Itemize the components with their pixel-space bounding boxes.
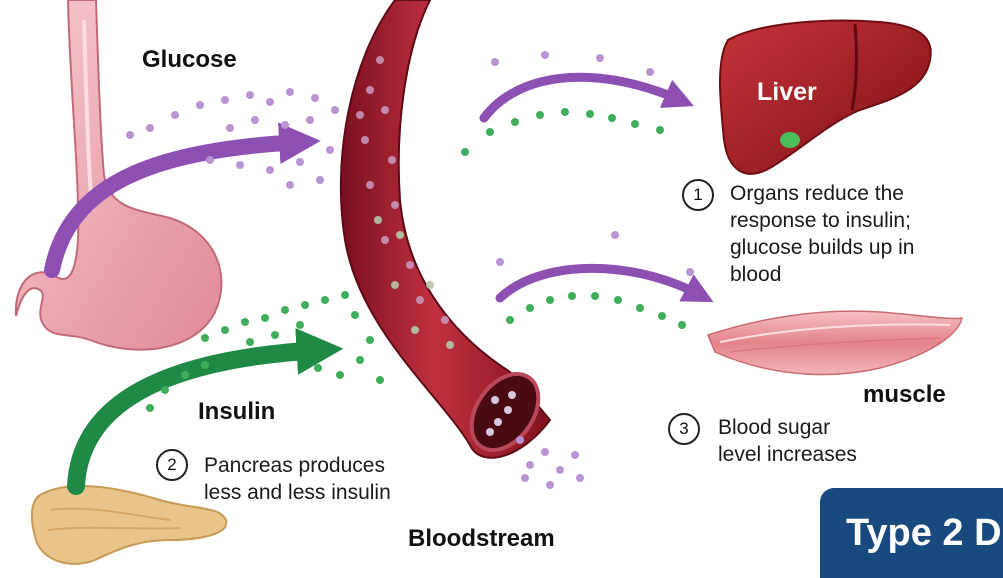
muscle-label: muscle: [863, 381, 946, 409]
step-2-text: Pancreas produces less and less insulin: [204, 452, 391, 506]
bloodstream-to-liver-arrow: [484, 77, 680, 118]
step-1-line-1: Organs reduce the: [730, 180, 914, 207]
bloodstream-label: Bloodstream: [408, 525, 555, 553]
step-2-badge: 2: [156, 449, 188, 481]
glucose-label: Glucose: [142, 46, 237, 74]
banner-title: Type 2 D: [846, 512, 1002, 555]
liver-label: Liver: [757, 78, 817, 107]
blood-vessel-illustration: [341, 0, 552, 462]
step-1-text: Organs reduce the response to insulin; g…: [730, 180, 914, 288]
step-1-line-4: blood: [730, 261, 914, 288]
step-1-line-3: glucose builds up in: [730, 234, 914, 261]
step-2-line-1: Pancreas produces: [204, 452, 391, 479]
step-3-line-1: Blood sugar: [718, 414, 857, 441]
insulin-label: Insulin: [198, 398, 275, 426]
muscle-illustration: [708, 311, 962, 374]
bloodstream-to-muscle-arrow: [500, 268, 700, 298]
step-1-badge: 1: [682, 179, 714, 211]
step-3-badge: 3: [668, 413, 700, 445]
step-3-text: Blood sugar level increases: [718, 414, 857, 468]
step-1-line-2: response to insulin;: [730, 207, 914, 234]
step-3-line-2: level increases: [718, 441, 857, 468]
step-2-line-2: less and less insulin: [204, 479, 391, 506]
pancreas-illustration: [32, 486, 226, 564]
liver-illustration: [720, 21, 931, 174]
